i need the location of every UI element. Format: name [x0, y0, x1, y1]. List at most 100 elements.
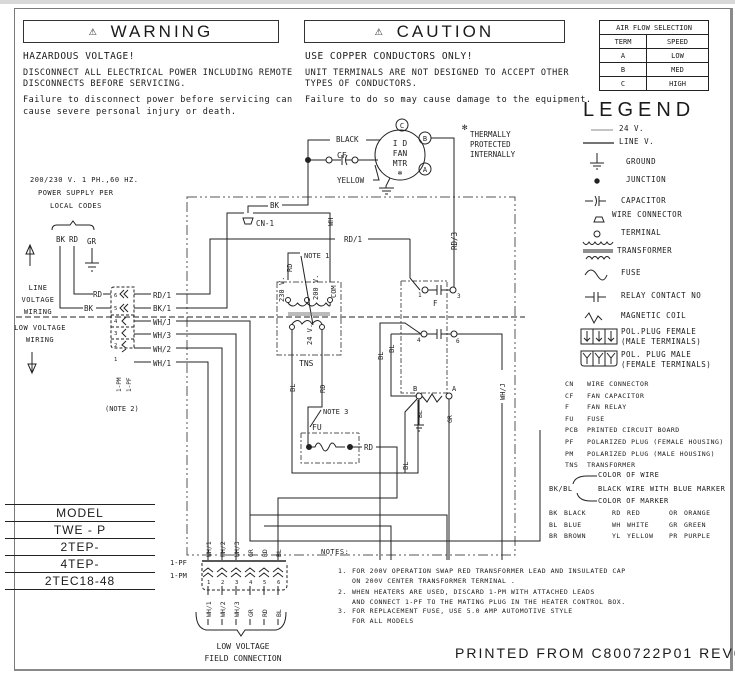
power-line1: 200/230 V. 1 PH.,60 HZ.: [30, 176, 139, 184]
legend-label-fuse: FUSE: [621, 268, 641, 278]
field-pin-number: 2: [221, 580, 224, 586]
color-code: BK: [549, 509, 558, 517]
abbrev-code: PCB: [565, 426, 579, 435]
fan-capacitor-icon: [310, 154, 378, 166]
color-code: RD: [612, 509, 621, 517]
caution-triangle-icon: ⚠: [374, 24, 383, 39]
legend-label-text: WIRE CONNECTOR: [612, 210, 683, 219]
legend-label-text: CAPACITOR: [621, 196, 667, 205]
junction-icon: [594, 178, 600, 184]
field-pin-number: 6: [277, 580, 280, 586]
abbrev-code: PF: [565, 438, 574, 446]
field-wire-label-lower: BL: [275, 609, 283, 617]
wire-whj: [457, 333, 503, 370]
wire-bl-label: BL: [289, 384, 297, 392]
field-pin-number: 4: [249, 580, 253, 586]
abbrev-desc: PRINTED CIRCUIT BOARD: [587, 426, 680, 435]
terminal-icon: [593, 230, 601, 238]
power-gr-label: GR: [87, 237, 97, 246]
fan-term-c: [395, 118, 409, 132]
wire-rd3: [431, 137, 455, 285]
wire-bl-lower-label: BL: [402, 462, 410, 470]
fan-black-label: BLACK: [336, 135, 359, 144]
caution-line1: USE COPPER CONDUCTORS ONLY!: [305, 51, 473, 62]
wire-rd1-label: RD/1: [344, 235, 362, 244]
capacitor-icon: [585, 195, 606, 207]
field-wire-label-upper: WH/2: [219, 541, 227, 557]
color-of-wire-label: COLOR OF WIRE: [598, 471, 660, 479]
transformer-box: [276, 281, 342, 356]
fuse-icon: [584, 269, 608, 281]
wire-rd-supply: [73, 246, 93, 295]
legend-label-line-voltage: LINE V.: [619, 137, 654, 147]
pol-plug-male-icon: [580, 350, 618, 367]
abbrev-desc: POLARIZED PLUG (MALE HOUSING): [587, 449, 715, 458]
line-voltage-word2: VOLTAGE: [21, 296, 55, 304]
legend-label-wire-connector: WIRE CONNECTOR: [612, 210, 682, 220]
power-brace: [51, 220, 95, 231]
field-wire-label-lower: WH/3: [233, 601, 241, 617]
warning-line5: cause severe personal injury or death.: [23, 107, 237, 117]
magnetic-coil-icon: [584, 312, 603, 325]
color-name: RED: [627, 509, 641, 517]
color-name: YELLOW: [627, 532, 654, 540]
field-label2: FIELD CONNECTION: [204, 654, 281, 663]
model-row: 2TEC18-48: [5, 572, 155, 590]
warning-line2: DISCONNECT ALL ELECTRICAL POWER INCLUDIN…: [23, 68, 293, 78]
note-text: AND CONNECT 1-PF TO THE MATING PLUG IN T…: [352, 598, 626, 606]
note-number: 1.: [338, 567, 347, 575]
top-edge: [0, 0, 735, 4]
fan-ground-icon: [379, 177, 394, 195]
abbrev-desc: FAN RELAY: [587, 403, 627, 412]
fuse-box: [300, 433, 360, 464]
note-number: 3.: [338, 607, 347, 615]
color-code: GR: [669, 520, 678, 529]
legend-label-text: TERMINAL: [621, 228, 662, 237]
wire-rd-24v: [307, 330, 323, 447]
legend-label-junction: JUNCTION: [626, 175, 666, 185]
thermal-line1: THERMALLY: [470, 130, 511, 139]
wire-label-wh3: WH/3: [153, 331, 171, 340]
color-name: ORANGE: [684, 509, 711, 517]
color-example-desc: BLACK WIRE WITH BLUE MARKER: [598, 485, 726, 493]
wire-bl-24v: [291, 330, 419, 474]
legend-label-text: FUSE: [621, 268, 642, 277]
plug1-pin: 1: [114, 357, 117, 363]
wire-bl-relay-label: BL: [377, 352, 385, 360]
relay-contact-4-6-icon: [420, 329, 458, 339]
field-wire-label-lower: GR: [247, 609, 255, 617]
relay-t1-label: 1: [418, 292, 422, 299]
notes-title: NOTES:: [321, 548, 350, 556]
power-rd-label: RD: [69, 235, 79, 244]
control-box-outline: [186, 196, 516, 556]
abbrev-code: CN: [565, 380, 574, 388]
low-voltage-word1: LOW VOLTAGE: [14, 324, 66, 332]
warning-line4: Failure to disconnect power before servi…: [23, 95, 293, 105]
tns-label: TNS: [299, 359, 314, 368]
relay-t6-label: 6: [456, 338, 460, 345]
color-example-code: BK/BL: [549, 485, 573, 493]
model-table: MODEL TWE - P 2TEP- 4TEP- 2TEC18-48: [5, 504, 155, 590]
wire-wh-label: WH: [327, 218, 335, 226]
legend-label-relay-contact: RELAY CONTACT NO: [621, 291, 701, 301]
printed-from-footer: PRINTED FROM C800722P01 REV05: [455, 645, 735, 661]
legend-label-text: GROUND: [626, 157, 657, 166]
abbrev-code: CF: [565, 391, 574, 400]
legend-label-text: POL.PLUG FEMALE: [621, 327, 697, 336]
warning-header: ⚠ WARNING: [23, 20, 279, 43]
field-wire-label-upper: WH/1: [205, 541, 213, 557]
relay-box: [400, 281, 448, 394]
note1-label: NOTE 1: [304, 252, 329, 260]
abbrev-desc: FAN CAPACITOR: [587, 391, 645, 400]
fan-yellow-label: YELLOW: [337, 176, 365, 185]
color-code: PR: [669, 532, 678, 540]
tns-24v-label: 24 V.: [306, 324, 314, 345]
fan-motor-id: I D: [393, 139, 408, 148]
field-wires: WH/1WH/11WH/2WH/22WH/3WH/33GRGR4RDRD5BLB…: [205, 541, 283, 625]
field-brace: [195, 611, 287, 637]
fan-term-b-label: B: [423, 135, 427, 143]
legend-label-24v-line: 24 V.: [619, 124, 644, 134]
cn1-label: CN-1: [256, 219, 274, 228]
wire-rd-fuse-out: [277, 446, 398, 560]
